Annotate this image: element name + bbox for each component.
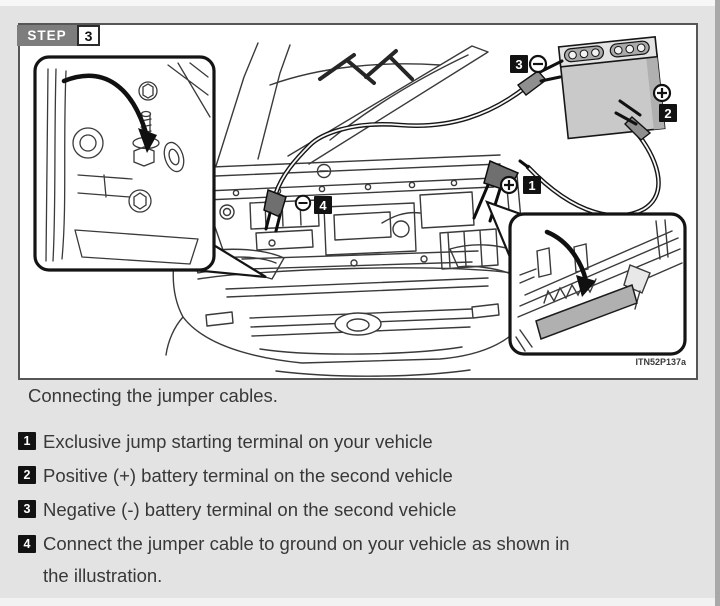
- second-vehicle-battery: [557, 35, 666, 140]
- inset-ground-closeup: [485, 200, 687, 356]
- marker-3: 3: [510, 55, 528, 73]
- page-edge-right: [715, 0, 720, 606]
- legend-item-2: 2 Positive (+) battery terminal on the s…: [18, 464, 694, 487]
- legend-item-text-line: the illustration.: [43, 565, 163, 586]
- page-edge-top: [0, 0, 720, 6]
- jumper-cables: [273, 84, 661, 218]
- caption: Connecting the jumper cables.: [28, 385, 278, 406]
- inset-terminal-closeup: [33, 55, 267, 279]
- page-edge-bottom: [0, 598, 715, 606]
- ground-arrow: [544, 229, 589, 284]
- negative-symbol-battery: [528, 54, 548, 74]
- legend-item-number: 1: [18, 432, 36, 450]
- legend-item-text: Negative (-) battery terminal on the sec…: [43, 499, 457, 520]
- illustration-panel: 3 2 1 4 ITN52P137a: [18, 23, 698, 380]
- step-number: 3: [77, 25, 100, 46]
- legend-item-number: 4: [18, 535, 36, 553]
- legend-item-1: 1 Exclusive jump starting terminal on yo…: [18, 430, 694, 453]
- vehicle-engine-bay-illustration: [33, 35, 687, 377]
- legend-item-4: 4 Connect the jumper cable to ground on …: [18, 533, 694, 592]
- marker-2: 2: [659, 104, 677, 122]
- car-line-art: [165, 42, 540, 377]
- image-code: ITN52P137a: [635, 357, 686, 367]
- clamp-battery-positive: [614, 99, 652, 141]
- legend-item-3: 3 Negative (-) battery terminal on the s…: [18, 498, 694, 521]
- marker-4: 4: [314, 196, 332, 214]
- step-label-text: STEP: [17, 25, 77, 46]
- legend-item-text: Connect the jumper cable to ground on yo…: [43, 528, 570, 592]
- positive-symbol-battery: [652, 83, 672, 103]
- legend-item-number: 3: [18, 500, 36, 518]
- legend-item-text-line: Connect the jumper cable to ground on yo…: [43, 533, 570, 554]
- step-label: STEP 3: [17, 25, 100, 46]
- positive-jumper-cable: [525, 124, 661, 218]
- legend-item-text: Exclusive jump starting terminal on your…: [43, 431, 433, 452]
- negative-symbol-ground: [294, 194, 312, 212]
- legend-item-text: Positive (+) battery terminal on the sec…: [43, 465, 453, 486]
- closeup-arrow: [61, 73, 149, 136]
- marker-1: 1: [523, 176, 541, 194]
- legend-item-number: 2: [18, 466, 36, 484]
- clamp-ground: [263, 188, 287, 233]
- positive-symbol-jump-terminal: [499, 175, 519, 195]
